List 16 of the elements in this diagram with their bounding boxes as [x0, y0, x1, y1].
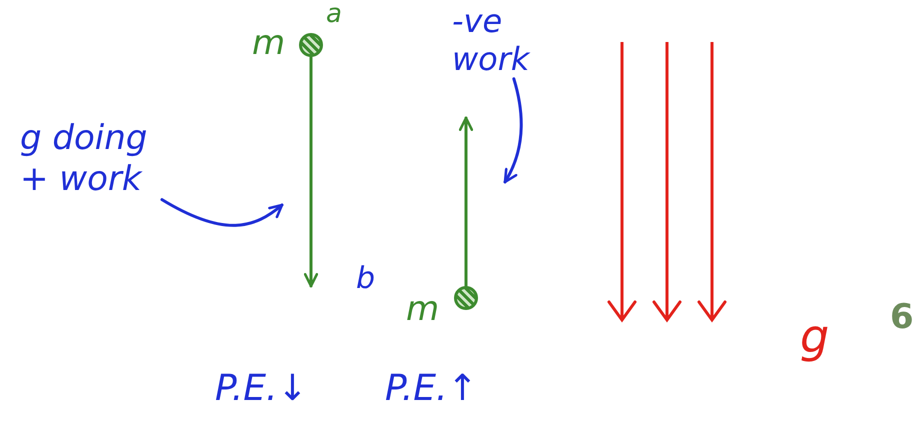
arrow — [304, 56, 318, 288]
arrow — [458, 116, 474, 288]
page-number: 6 — [890, 298, 914, 338]
arrow — [160, 198, 284, 227]
mass-ball — [299, 33, 323, 57]
mass-label: m — [406, 290, 440, 330]
mass-label: m — [252, 24, 286, 64]
field-label: g — [800, 310, 830, 363]
energy-label: P.E.↑ — [385, 368, 478, 410]
energy-label: P.E.↓ — [215, 368, 308, 410]
arrow — [504, 77, 523, 184]
point-label: b — [356, 262, 376, 296]
mass-ball — [454, 286, 478, 310]
annotation-text: g doing + work — [20, 118, 170, 200]
annotation-text: -ve work — [452, 2, 552, 79]
point-label: a — [326, 0, 342, 30]
